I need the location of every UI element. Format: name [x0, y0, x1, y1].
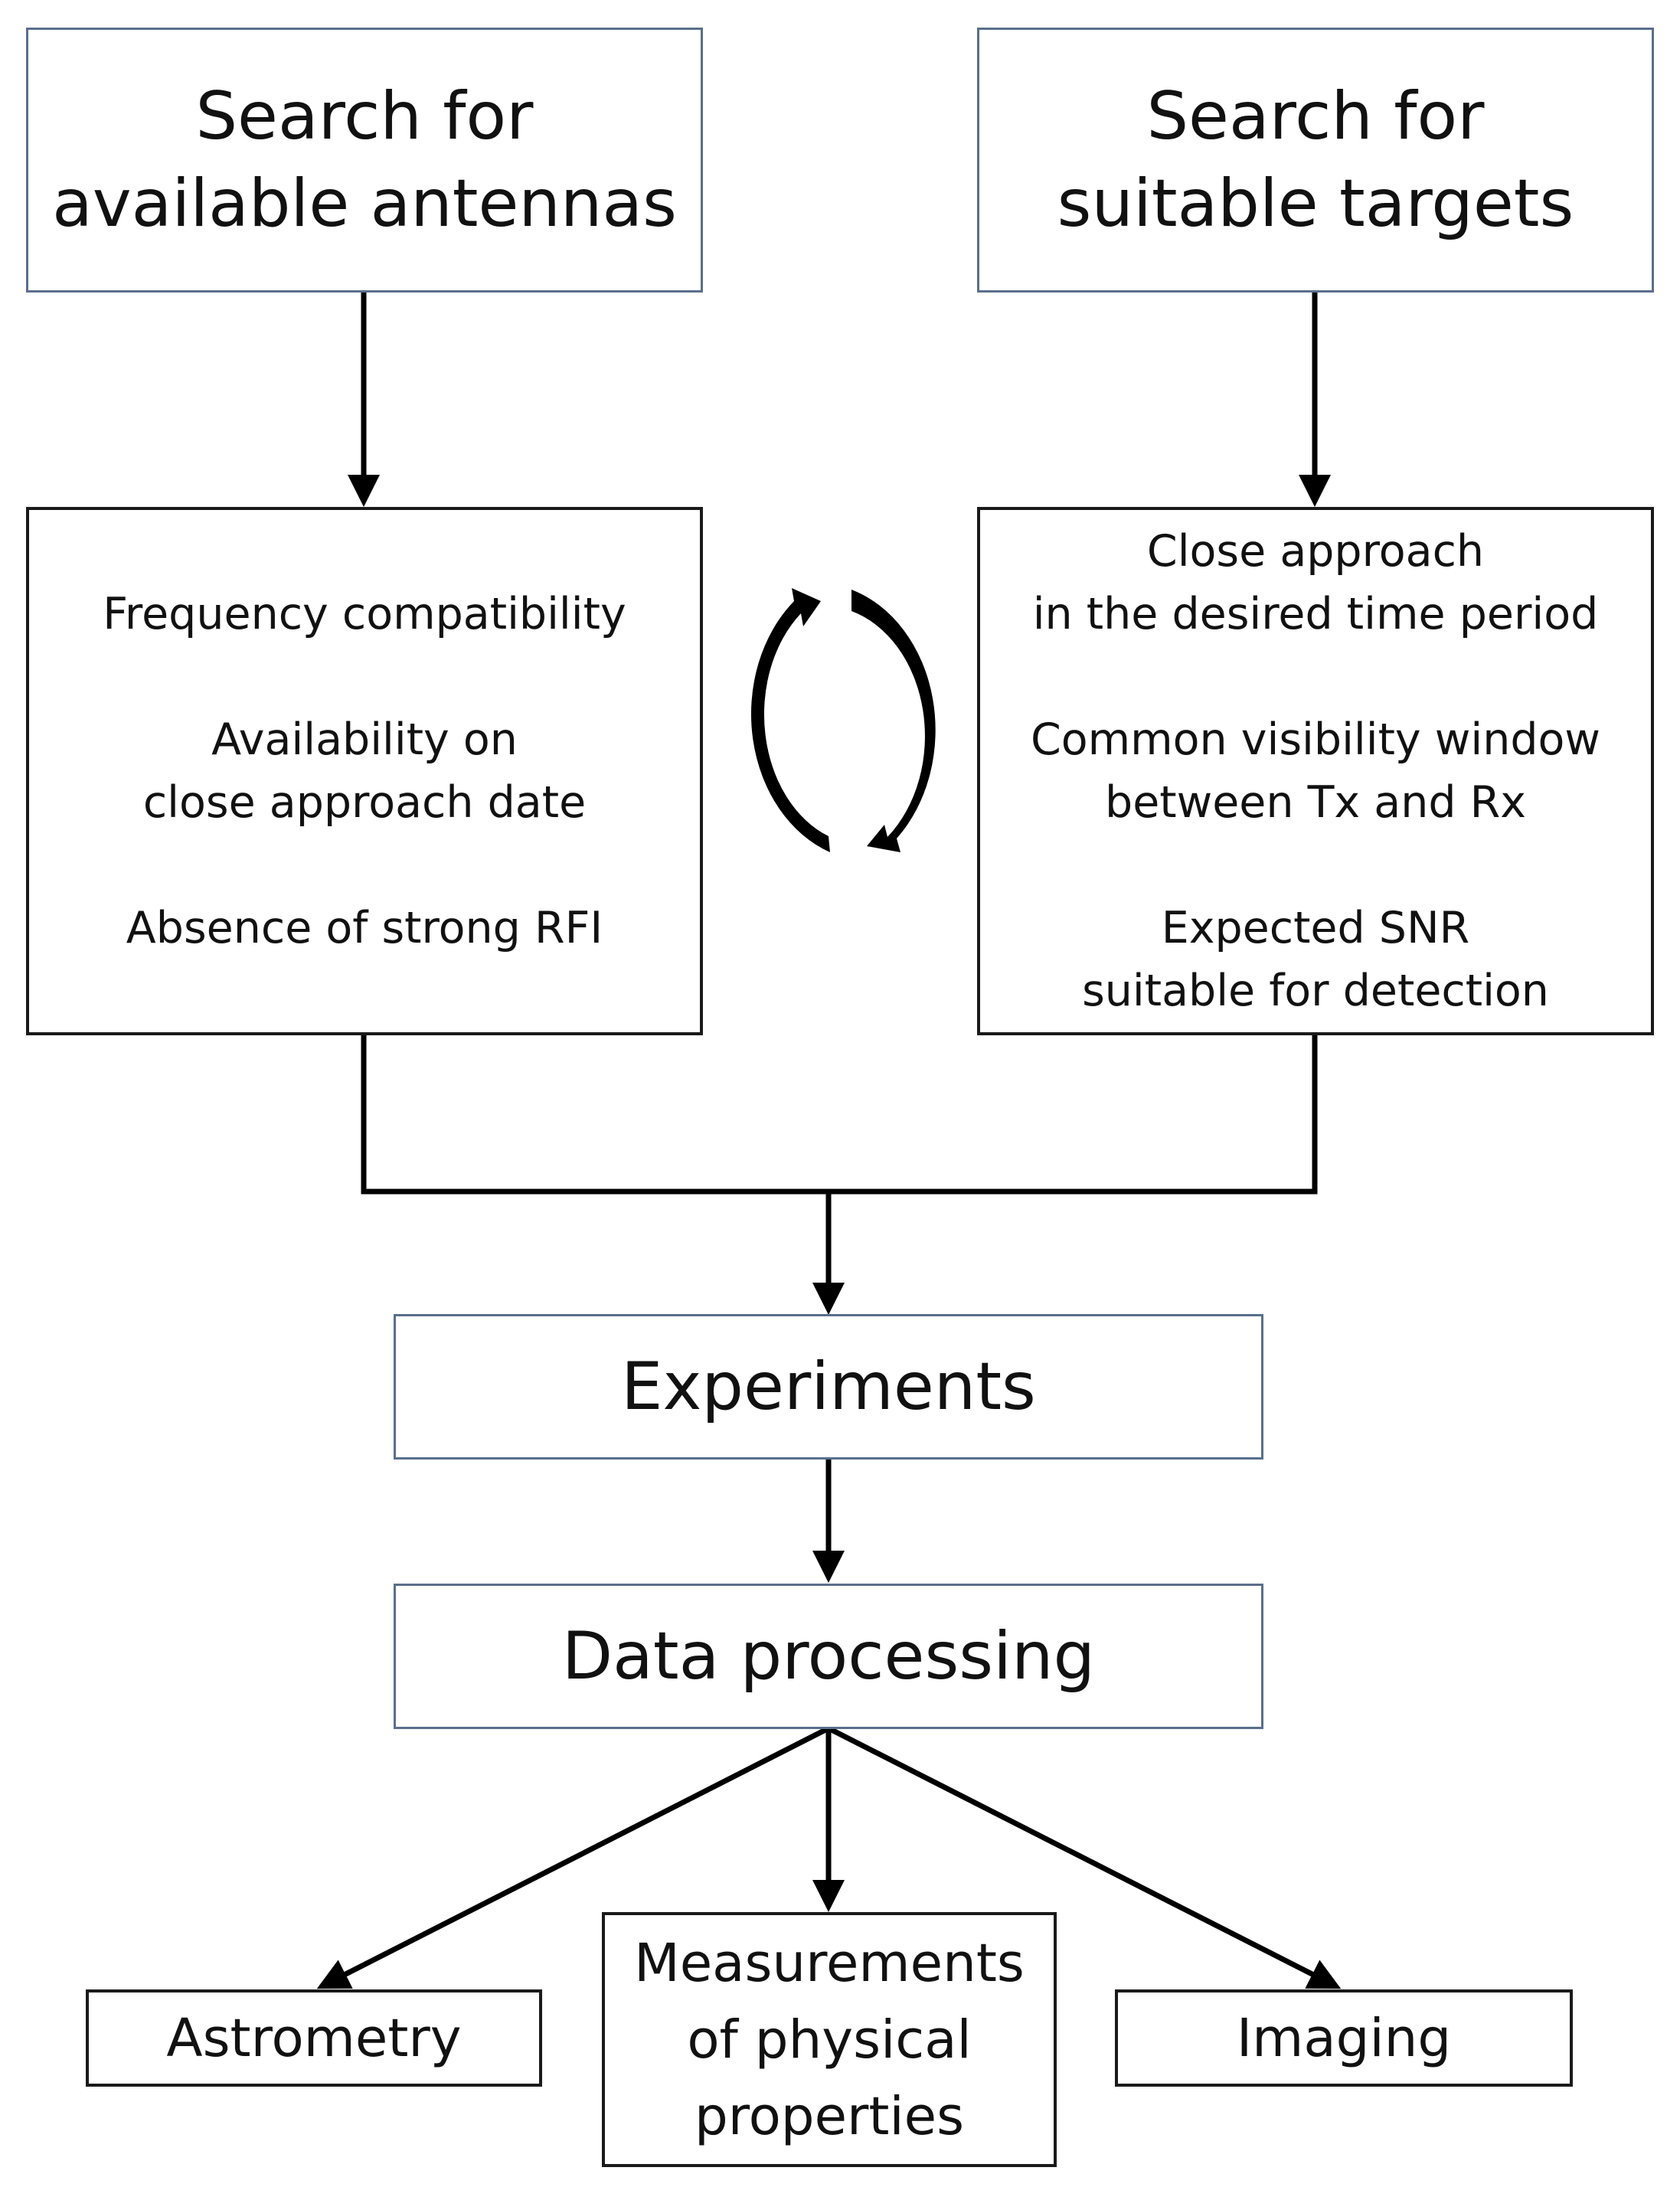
experiments-label: Experiments: [621, 1348, 1036, 1425]
search-targets-line2: suitable targets: [1057, 165, 1574, 242]
criterion-rfi: Absence of strong RFI: [126, 903, 603, 953]
experiments-box: Experiments: [394, 1314, 1263, 1460]
measurements-line3: properties: [694, 2085, 965, 2147]
cycle-icon: [750, 588, 936, 852]
criterion-visibility-line1: Common visibility window: [1030, 714, 1601, 765]
imaging-label: Imaging: [1236, 2007, 1452, 2069]
measurements-box: Measurements of physical properties: [602, 1912, 1057, 2167]
criterion-visibility-line2: between Tx and Rx: [1105, 777, 1526, 828]
cycle-left-arc: [750, 588, 830, 852]
criterion-availability-line2: close approach date: [142, 777, 587, 828]
cycle-right-arc: [851, 590, 936, 852]
measurements-line1: Measurements: [634, 1932, 1025, 1994]
antenna-criteria-box: Frequency compatibility Availability on …: [26, 507, 703, 1035]
astrometry-label: Astrometry: [166, 2007, 462, 2069]
criterion-snr-line1: Expected SNR: [1161, 903, 1470, 953]
arrow-to-imaging: [827, 1725, 1342, 1989]
search-antennas-line2: available antennas: [52, 165, 677, 242]
data-processing-box: Data processing: [394, 1584, 1263, 1729]
criterion-close-approach-line1: Close approach: [1146, 526, 1485, 577]
target-criteria-box: Close approach in the desired time perio…: [977, 507, 1654, 1035]
search-antennas-line1: Search for: [195, 78, 534, 155]
criterion-frequency: Frequency compatibility: [103, 589, 626, 639]
imaging-box: Imaging: [1115, 1989, 1573, 2087]
search-targets-box: Search for suitable targets: [977, 28, 1654, 293]
arrow-to-astrometry: [316, 1725, 830, 1989]
criterion-close-approach-line2: in the desired time period: [1032, 589, 1599, 639]
measurements-line2: of physical: [687, 2009, 972, 2071]
merge-line: [361, 1034, 1318, 1195]
criterion-snr-line2: suitable for detection: [1082, 966, 1549, 1016]
search-targets-line1: Search for: [1146, 78, 1485, 155]
data-processing-label: Data processing: [561, 1618, 1096, 1695]
criterion-availability-line1: Availability on: [211, 714, 518, 765]
astrometry-box: Astrometry: [86, 1989, 542, 2087]
search-antennas-box: Search for available antennas: [26, 28, 703, 293]
